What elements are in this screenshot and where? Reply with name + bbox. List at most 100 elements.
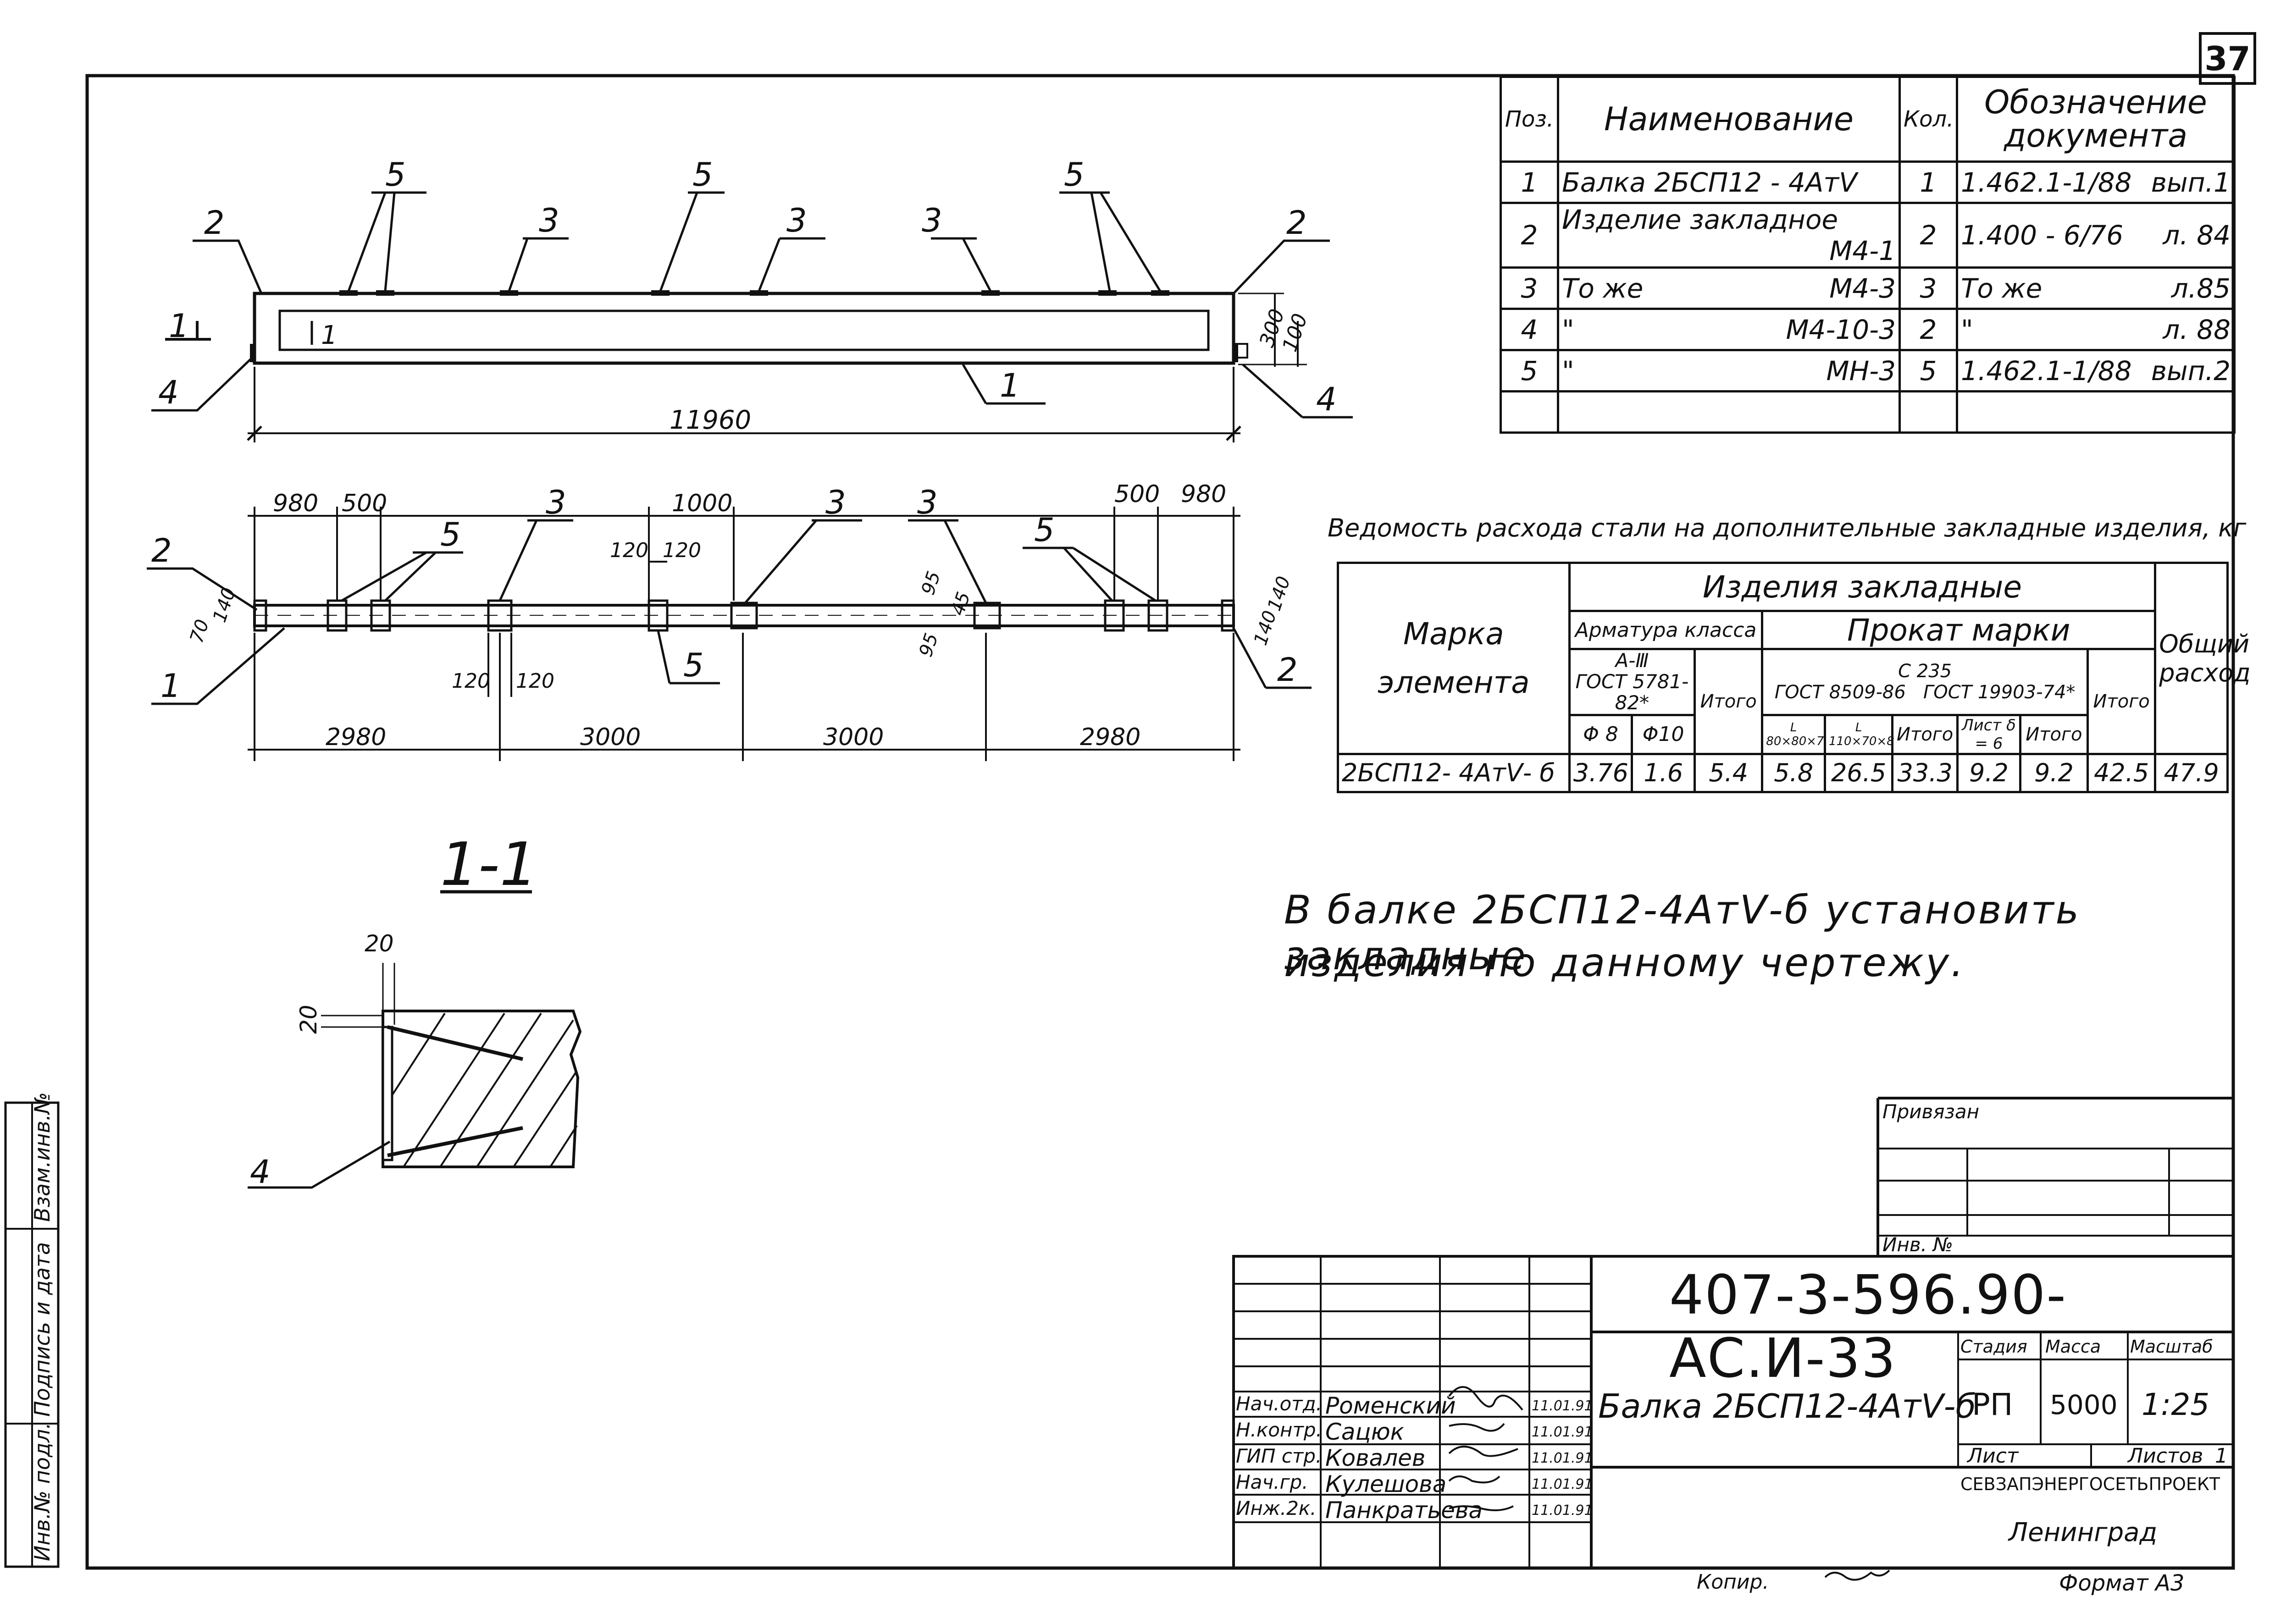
steel-header-gost-b: ГОСТ 8509-86 [1774,682,1906,703]
dim-120-c: 120 [452,669,490,693]
spec-mark-text: М4-10-3 [1786,314,1896,345]
steel-header-gost-c: ГОСТ 19903-74* [1923,682,2076,703]
spec-name-text: " [1562,314,1574,345]
plan-callout-3a: 3 [546,484,566,521]
steel-row-value: 42.5 [2086,752,2157,793]
spec-doc [1956,390,2236,434]
steel-row-mark: 2БСП12- 4АтⅤ- б [1337,752,1571,793]
spec-doc: То же л.85 [1956,266,2236,310]
beam-plan: 980 500 1000 500 980 120 120 120 120 95 … [147,481,1312,761]
callout-2a: 2 [204,204,225,242]
callout-3a: 3 [539,202,559,239]
tb-copied: Копир. [1697,1570,1769,1594]
plan-callout-2a: 2 [151,532,172,569]
spec-name: " МН-3 [1557,349,1901,392]
steel-row-value: 9.2 [1956,752,2021,793]
spec-header-name: Наименование [1557,76,1901,163]
tb-inv: Инв. № [1882,1233,1954,1256]
section-1-1: 1-1 20 20 4 [248,829,582,1191]
dim-500-left: 500 [342,490,387,517]
callout-5a: 5 [385,156,406,193]
spec-mark-text: М4-3 [1829,272,1896,304]
tb-sheets: 1 [2215,1444,2228,1468]
steel-header-l2: L 110×70×8 [1823,713,1894,755]
steel-consumption-table: Марка элемента Изделия закладные Общий р… [1337,562,2251,793]
dim-95-b: 95 [915,630,942,659]
tb-staff-role: Н.контр. [1236,1419,1322,1441]
steel-row-value: 5.8 [1761,752,1826,793]
tb-staff-role: ГИП стр. [1236,1445,1322,1467]
callout-3c: 3 [922,202,942,239]
callout-2b: 2 [1286,204,1307,242]
steel-header-itogo-c: Итого [2086,648,2157,755]
dim-980-right: 980 [1181,481,1226,508]
spec-sheet-text: л.85 [2171,272,2231,304]
steel-table-title: Ведомость расхода стали на дополнительны… [1328,514,2247,542]
spec-name-text: " [1562,355,1574,387]
spec-qty [1899,390,1958,434]
specification-table: Поз. Наименование Кол. Обозначение докум… [1500,76,2236,434]
dim-980-left: 980 [273,490,318,517]
tb-staff-date: 11.01.91 [1532,1424,1593,1440]
tb-code: 407-3-596.90-АС.И-33 [1669,1263,2067,1390]
callout-3b: 3 [786,202,807,239]
callout-5c: 5 [1064,156,1085,193]
tb-staff-date: 11.01.91 [1532,1450,1593,1466]
tb-staff-name: Ковалев [1325,1445,1426,1471]
spec-pos [1500,390,1559,434]
dim-500-right: 500 [1114,481,1160,508]
section-title: 1-1 [440,829,537,899]
dim-1000: 1000 [672,490,732,517]
callout-4a: 4 [158,374,179,411]
side-stamp-replace: Взам.инв.№ [30,1092,55,1222]
spec-qty: 2 [1899,308,1958,351]
tb-mass-h: Масса [2045,1337,2101,1357]
dim-140-right-b: 140 [1250,608,1281,648]
tb-city: Ленинград [2009,1518,2158,1547]
spec-doc-text: 1.400 - 6/76 [1961,220,2124,251]
plan-callout-5b: 5 [1034,511,1055,549]
tb-scale-h: Масштаб [2130,1337,2213,1357]
dim-120-b: 120 [663,539,701,562]
spec-qty: 1 [1899,160,1958,204]
tb-format: Формат А3 [2059,1570,2185,1596]
spec-name: " М4-10-3 [1557,308,1901,351]
spec-doc-text: То же [1961,272,2043,304]
steel-header-a3: А-Ⅲ [1615,649,1649,672]
spec-header-qty: Кол. [1899,76,1958,163]
spec-mark-text: М4-1 [1829,235,1896,266]
note-line-1: В балке 2БСП12-4АтⅤ-б установить закладн… [1284,887,2081,979]
steel-row-value: 3.76 [1568,752,1633,793]
tb-sheet-h: Лист [1967,1444,2019,1468]
callout-1a: 1 [1000,367,1020,404]
spec-doc-text: 1.462.1-1/88 [1961,166,2132,198]
spec-doc-text: " [1961,314,1973,345]
dim-3000-b: 3000 [823,724,884,751]
spec-qty: 5 [1899,349,1958,392]
spec-qty: 2 [1899,202,1958,269]
tb-scale: 1:25 [2142,1387,2210,1422]
plan-callout-5c: 5 [683,646,704,684]
spec-mark-text: МН-3 [1826,355,1896,387]
spec-pos: 3 [1500,266,1559,310]
tb-staff-role: Инж.2к. [1236,1497,1317,1519]
spec-name [1557,390,1901,434]
dim-2980-left: 2980 [326,724,386,751]
tb-org: СЕВЗАПЭНЕРГОСЕТЬПРОЕКТ [1960,1474,2220,1494]
title-block-lines [1232,1097,2235,1569]
callout-5b: 5 [692,156,713,193]
steel-row-value: 33.3 [1891,752,1959,793]
sheet-frame [85,74,2235,1570]
spec-name-text: Балка 2БСП12 - 4АтⅤ [1562,166,1857,198]
spec-pos: 2 [1500,202,1559,269]
beam-elevation: 5 5 5 2 2 3 3 3 1 4 4 1 1 11960 300 100 [151,156,1353,442]
steel-header-c235: С 235 [1898,661,1952,682]
